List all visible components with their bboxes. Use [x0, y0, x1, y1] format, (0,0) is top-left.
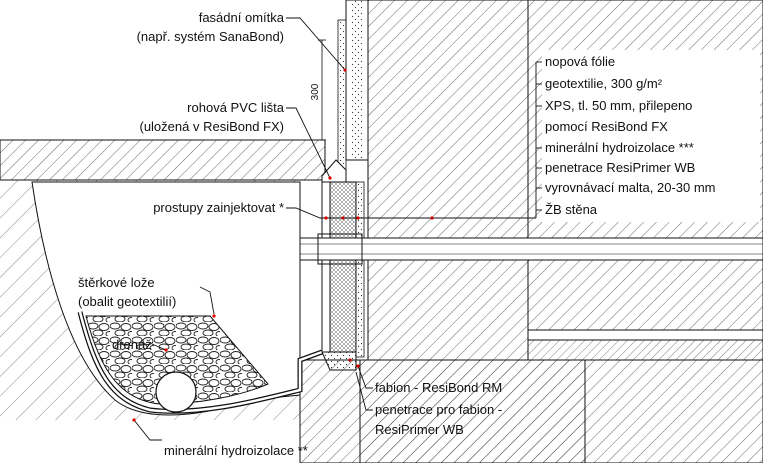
layer-geotextile: geotextilie, 300 g/m² — [545, 76, 663, 91]
terrain-surface — [0, 139, 326, 181]
label-corner-strip: rohová PVC lišta — [187, 100, 285, 115]
layer-rc-wall: ŽB stěna — [545, 202, 598, 217]
foundation-footing — [359, 359, 586, 464]
label-fillet: fabion - ResiBond RM — [375, 380, 502, 395]
penetration-pipe — [299, 237, 763, 261]
rc-wall — [367, 0, 529, 361]
layer-dimple-membrane: nopová fólie — [545, 54, 615, 69]
leaders-right — [432, 61, 542, 219]
label-gravel-bed-note: (obalit geotextilií) — [78, 294, 176, 309]
leader-dots — [132, 68, 434, 422]
fillet — [321, 351, 357, 371]
drainage-pipe — [155, 371, 197, 413]
layer-labels-bg — [542, 50, 760, 222]
floor-layer-2 — [527, 339, 763, 361]
layer-mineral-waterproofing: minerální hydroizolace *** — [545, 140, 694, 155]
label-fillet-primer-2: ResiPrimer WB — [375, 422, 464, 437]
layer-xps-note: pomocí ResiBond FX — [545, 119, 668, 134]
label-fillet-primer-1: penetrace pro fabion - — [375, 402, 502, 417]
upper-wall-render — [350, 0, 364, 160]
label-drainage: drenáž — [112, 337, 152, 352]
label-facade-render: fasádní omítka — [199, 10, 285, 25]
label-gravel-bed: štěrkové lože — [78, 275, 155, 290]
label-facade-render-note: (např. systém SanaBond) — [137, 29, 284, 44]
xps-insulation — [329, 181, 357, 353]
waterproofing-layer — [355, 181, 365, 358]
layer-xps: XPS, tl. 50 mm, přilepeno — [545, 98, 692, 113]
layer-leveling-mortar: vyrovnávací malta, 20-30 mm — [545, 180, 716, 195]
dimple-membrane — [321, 181, 331, 353]
leaders-left — [133, 17, 432, 441]
label-corner-strip-note: (uložená v ResiBond FX) — [139, 119, 284, 134]
facade-insulation — [337, 19, 347, 171]
label-penetrations: prostupy zainjektovat * — [153, 200, 284, 215]
floor-layer-1 — [527, 329, 763, 341]
dimension-300: 300 — [310, 83, 321, 100]
label-bottom-waterproofing: minerální hydroizolace ** — [164, 443, 308, 458]
layer-primer: penetrace ResiPrimer WB — [545, 160, 695, 175]
